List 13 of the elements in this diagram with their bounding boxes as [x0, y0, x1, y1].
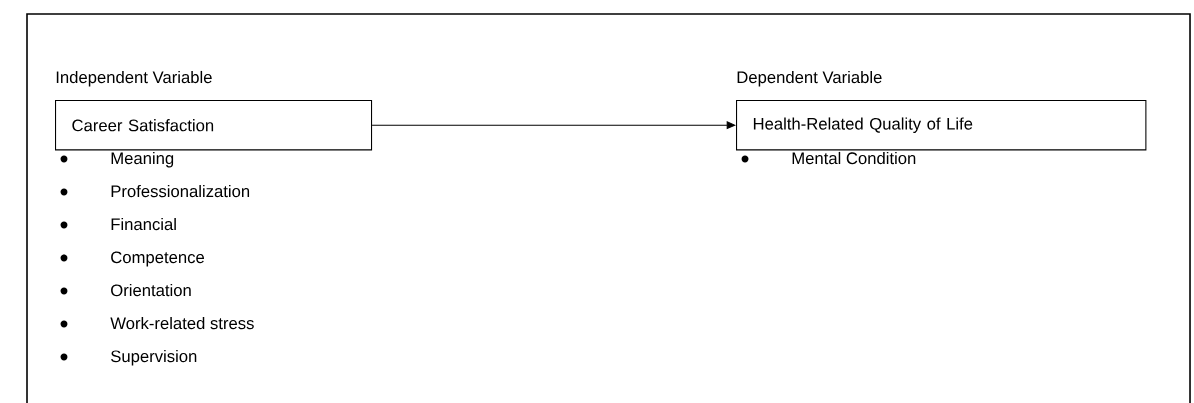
- bullet-item: Competence: [60, 251, 204, 267]
- variable-box: Health-Related Quality of Life: [736, 100, 1147, 151]
- bullet-item: Professionalization: [60, 184, 250, 198]
- bullet-item: Financial: [60, 217, 176, 231]
- variable-heading: Dependent Variable: [737, 70, 882, 87]
- variable-box: Career Satisfaction: [55, 100, 373, 151]
- bullet-item: Work-related stress: [60, 316, 254, 330]
- variable-heading: Independent Variable: [56, 70, 212, 87]
- bullet-item: Mental Condition: [741, 151, 916, 165]
- arrow: [371, 121, 736, 130]
- bullet-item: Meaning: [60, 151, 174, 168]
- bullet-item: Supervision: [60, 349, 197, 366]
- bullet-item: Orientation: [60, 283, 191, 297]
